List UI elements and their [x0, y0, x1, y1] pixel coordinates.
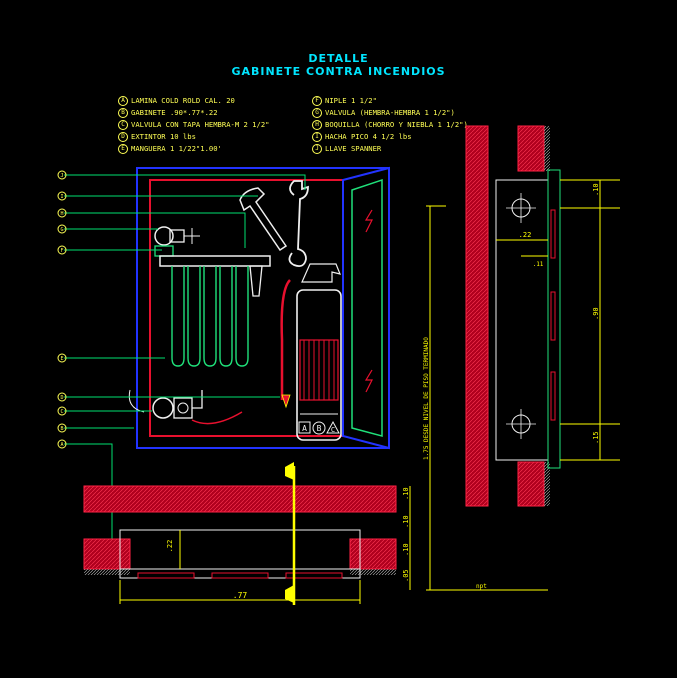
- plan-dim-right-0: .10: [402, 487, 410, 500]
- side-section: .22 .11 .10 .90 .15 1.75 DESDE NIVEL DE …: [423, 125, 620, 591]
- legend-key: H: [312, 120, 322, 130]
- axis-marker-top: [285, 462, 294, 480]
- legend-key: I: [312, 132, 322, 142]
- npt-label: npt: [476, 583, 487, 590]
- legend-text: NIPLE 1 1/2": [325, 96, 377, 105]
- side-dim-height: .90: [592, 307, 600, 320]
- spanner-icon: [288, 180, 309, 268]
- side-wall-top: [517, 125, 545, 172]
- title-line-1: DETALLE: [308, 52, 369, 65]
- side-dim-offset: .22: [519, 231, 532, 239]
- callout-a: A: [60, 442, 63, 448]
- callout-d: D: [60, 395, 63, 401]
- extinguisher-icon: [280, 263, 342, 441]
- plan-wall-right: [349, 538, 397, 570]
- legend-key: C: [118, 120, 128, 130]
- callout-e: E: [60, 356, 63, 362]
- front-elevation: A B C: [128, 166, 390, 450]
- plan-wall-left: [83, 538, 131, 570]
- extinguisher-mark-c: [326, 420, 340, 434]
- legend-text: GABINETE .90*.77*.22: [131, 108, 218, 117]
- legend-text: HACHA PICO 4 1/2 lbs: [325, 132, 412, 141]
- callout-i: I: [60, 194, 63, 200]
- axe-icon: [239, 187, 288, 252]
- dim-width-label: .77: [233, 591, 248, 600]
- plan-dim-right-1: .10: [402, 515, 410, 528]
- plan-view: .77 .22 .10 .10 .10 .05: [83, 462, 411, 605]
- callout-j: J: [60, 173, 63, 179]
- side-dim-small: .11: [533, 261, 544, 268]
- legend-text: BOQUILLA (CHORRO Y NIEBLA 1 1/2"): [325, 120, 468, 129]
- callout-c: C: [60, 409, 63, 415]
- extinguisher-mark-c-label: C: [331, 426, 335, 434]
- cabinet-outer-frame: [136, 167, 390, 449]
- legend-key: F: [312, 96, 322, 106]
- legend-text: MANGUERA 1 1/22"1.00': [131, 144, 222, 153]
- nozzle-icon: [249, 265, 263, 297]
- plan-floor-left: [84, 569, 130, 575]
- hose-rack-bar: [159, 255, 271, 267]
- extinguisher-mark-b-label: B: [317, 424, 322, 433]
- axis-marker-bottom: [285, 585, 294, 603]
- legend-key: D: [118, 132, 128, 142]
- callout-h: H: [60, 211, 63, 217]
- floor-dim-label: 1.75 DESDE NIVEL DE PISO TERMINADO: [423, 337, 430, 460]
- legend-text: VALVULA (HEMBRA-HEMBRA 1 1/2"): [325, 108, 455, 117]
- legend-text: LLAVE SPANNER: [325, 144, 382, 153]
- plan-hinge-3: [285, 572, 343, 579]
- title-line-2: GABINETE CONTRA INCENDIOS: [231, 65, 446, 78]
- legend-text: VALVULA CON TAPA HEMBRA-M 2 1/2": [131, 120, 270, 129]
- hose-folds: [171, 266, 249, 367]
- callout-b: B: [60, 426, 63, 432]
- callout-f: F: [60, 248, 63, 254]
- legend-key: G: [312, 108, 322, 118]
- side-cabinet-door: [547, 169, 561, 469]
- plan-dim-right-2: .10: [402, 543, 410, 556]
- side-cabinet-body: [495, 179, 549, 461]
- side-wall-bottom: [517, 461, 545, 507]
- extinguisher-mark-b: [312, 421, 326, 435]
- extinguisher-mark-a: [298, 421, 311, 434]
- legend-text: EXTINTOR 10 lbs: [131, 132, 196, 141]
- legend-key: E: [118, 144, 128, 154]
- plan-wall-top: [83, 485, 397, 513]
- dim-depth-label: .22: [166, 540, 174, 553]
- side-wall: [465, 125, 489, 507]
- side-dim-bottom: .15: [592, 431, 600, 444]
- valve-cap-icon: [152, 390, 243, 425]
- legend-text: LAMINA COLD ROLD CAL. 20: [131, 96, 235, 105]
- plan-hinge-2: [211, 572, 269, 579]
- legend-key: J: [312, 144, 322, 154]
- plan-cabinet-body: [119, 529, 361, 579]
- legend-key: A: [118, 96, 128, 106]
- plan-hinge-1: [137, 572, 195, 579]
- callout-g: G: [60, 227, 63, 233]
- callout-leaders: [64, 174, 306, 540]
- valve-gate-icon: [154, 226, 200, 257]
- cabinet-door: [342, 166, 390, 450]
- plan-floor-right: [350, 569, 396, 575]
- plan-dim-right-3: .05: [402, 569, 410, 582]
- legend-key: B: [118, 108, 128, 118]
- glass-mark-lower: [364, 369, 373, 393]
- side-dim-top: .10: [592, 183, 600, 196]
- extinguisher-mark-a-label: A: [302, 424, 307, 433]
- glass-mark-upper: [364, 209, 373, 233]
- callout-bubbles: [57, 170, 67, 449]
- door-glass: [351, 178, 383, 437]
